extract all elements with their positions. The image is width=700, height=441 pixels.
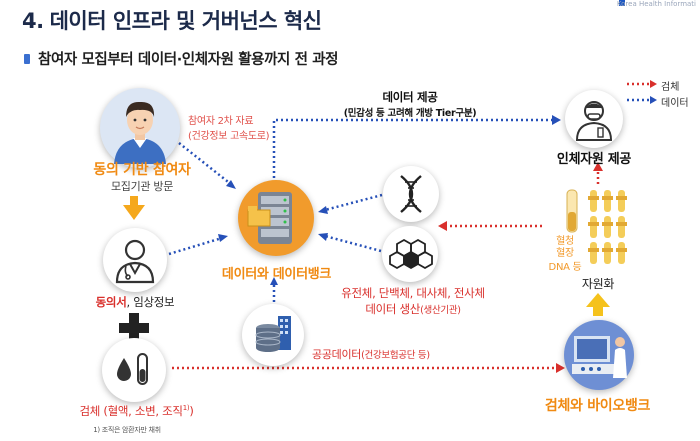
legend-specimen-arrowhead [650,80,657,88]
section-subtitle: 참여자 모집부터 데이터·인체자원 활용까지 전 과정 [24,48,338,69]
protein-circle [382,226,438,282]
arrow-participant-consent-head [123,205,145,220]
specimen-circle [102,338,166,402]
biobank-label: 검체와 바이오뱅크 [544,398,651,414]
resourcing-label: 자원화 [581,277,615,291]
participant-sub: 모집기관 방문 [110,180,174,193]
lab-icon [572,336,627,378]
arrow-biobank-samples-shaft [593,306,603,316]
sample-dna-label: DNA 등 [548,262,582,273]
researcher-icon [575,101,613,141]
blood-drop-icon [117,353,148,385]
legend-data-arrowhead [650,96,657,104]
logo-mark [619,0,625,6]
databank-circle [238,180,314,256]
public-data-label: 공공데이터(건강보험공단 등) [312,348,430,361]
logo-text: Korea Health Informati [616,0,696,8]
participant-circle [100,88,180,168]
protein-icon [389,238,433,270]
specimen-label: 검체 (혈액, 소변, 조직1)) [79,404,194,418]
human-resource-label: 인체자원 제공 [556,152,632,167]
tube-rack-icon [588,190,627,264]
dna-circle [383,166,439,222]
server-icon [247,192,292,244]
arrow-participant-databank [178,142,233,186]
sample-types-label: 혈청 혈장 [556,236,574,259]
specimen-footnote: 1) 조직은 암환자만 채취 [93,426,161,434]
provision-label: 데이터 제공 (민감성 등 고려해 개방 Tier구분) [343,90,477,119]
person-icon [114,101,166,164]
arrow-participant-consent-shaft [130,196,138,206]
participant-title: 동의 기반 참여자 [93,162,191,178]
human-resource-circle [565,90,623,148]
database-icon [255,316,291,352]
omics-label: 유전체, 단백체, 대사체, 전사체 데이터 생산(생산기관) [341,286,485,316]
databank-label: 데이터와 데이터뱅크 [221,267,332,282]
legend-data-label: 데이터 [661,98,689,109]
consent-label: 동의서, 임상정보 [95,295,175,309]
plus-horizontal [119,323,149,333]
arrow-biobank-samples-head [586,293,610,307]
bullet-icon [24,54,30,64]
page-title: 4.데이터 인프라 및 거버넌스 혁신 [22,9,322,33]
consent-circle [103,228,167,292]
biobank-circle [564,320,634,390]
second-data-label: 참여자 2차 자료 (건강정보 고속도로) [188,116,270,142]
legend-specimen-label: 검체 [661,82,680,93]
public-data-circle [242,304,304,366]
dna-icon [400,175,422,213]
arrow-consent-databank [168,236,223,256]
doctor-icon [115,239,155,284]
arrow-databank-provision [272,118,552,183]
